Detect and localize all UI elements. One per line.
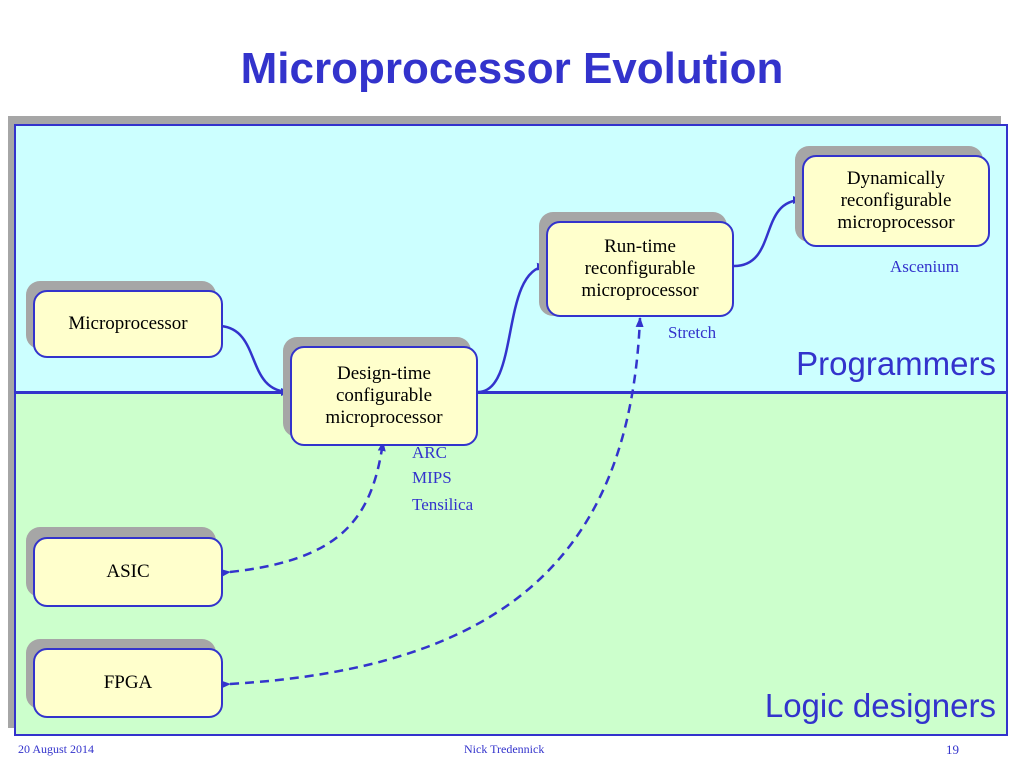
box-line: Dynamically [846,168,946,189]
vendor-note-tensilica: Tensilica [412,495,474,514]
dynamic-box: Dynamically reconfigurable microprocesso… [802,155,990,247]
box-line: reconfigurable [584,258,696,279]
arrow-fpga-run-time-link [220,317,644,689]
box-line: Design-time [337,363,431,384]
arrow-design-time-to-run-time [477,262,547,394]
box-line: reconfigurable [840,190,952,211]
asic-box: ASIC [33,537,223,607]
programmers-label: Programmers [796,345,996,382]
box-line: FPGA [103,672,153,693]
stretch-note: Stretch [668,323,717,342]
box-line: microprocessor [837,212,955,233]
vendor-note-mips: MIPS [412,468,452,487]
footer-author: Nick Tredennick [464,742,545,756]
ascenium-note: Ascenium [890,257,959,276]
box-line: configurable [335,385,432,406]
box-line: microprocessor [325,407,443,428]
slide-title: Microprocessor Evolution [240,44,784,93]
microprocessor-box: Microprocessor [33,290,223,358]
footer-page-number: 19 [946,742,959,757]
arrow-microprocessor-to-design-time [220,324,291,396]
box-line: Microprocessor [68,313,188,334]
fpga-box: FPGA [33,648,223,718]
logic-designers-label: Logic designers [764,687,996,724]
run-time-box: Run-time reconfigurable microprocessor [546,221,734,317]
design-time-box: Design-time configurable microprocessor [290,346,478,446]
arrow-run-time-to-dynamic [733,196,803,268]
vendor-note-arc: ARC [412,443,447,462]
footer-date: 20 August 2014 [18,742,95,756]
arrow-asic-design-time-link [220,441,386,577]
box-line: ASIC [106,561,150,582]
box-line: microprocessor [581,280,699,301]
box-line: Run-time [604,236,676,257]
